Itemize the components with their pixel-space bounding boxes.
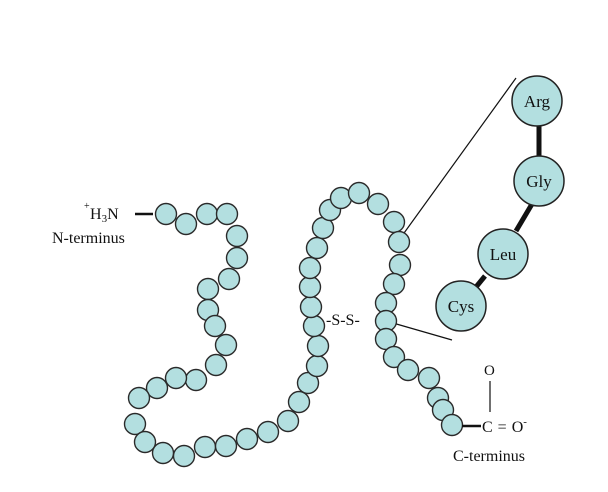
chain-residue: [123, 412, 147, 436]
n-terminus-charge: +: [84, 201, 90, 212]
chain-residue: [174, 212, 198, 236]
zoom-residue-cys-label: Cys: [448, 297, 474, 316]
chain-residue: [388, 253, 412, 277]
zoom-residue-cys: Cys: [435, 280, 487, 332]
zoom-residue-gly: Gly: [513, 155, 565, 207]
bond-gly-leu: [513, 202, 535, 233]
chain-residue: [347, 181, 371, 205]
chain-residue: [203, 314, 227, 338]
chain-residue: [382, 210, 406, 234]
chain-residue: [299, 295, 323, 319]
zoom-line-bottom: [385, 320, 453, 341]
disulfide-label: -S-S-: [326, 312, 360, 329]
chain-residue: [298, 256, 322, 280]
zoomed-segment: Arg Gly Leu Cys: [435, 75, 565, 332]
chain-residue: [235, 427, 259, 451]
chain-residue: [154, 202, 178, 226]
n-terminus-label: N-terminus: [52, 230, 125, 247]
chain-residue: [302, 314, 326, 338]
chain-residue: [382, 345, 406, 369]
n-terminus-group-label: H3N: [90, 206, 119, 225]
chain-residue: [225, 246, 249, 270]
chain-residue: [298, 275, 322, 299]
chain-residue: [145, 376, 169, 400]
bond-leu-cys: [474, 274, 487, 289]
chain-residue: [195, 202, 219, 226]
zoom-residue-arg: Arg: [511, 75, 563, 127]
chain-residue: [387, 230, 411, 254]
zoom-residue-arg-label: Arg: [524, 92, 551, 111]
chain-residue: [417, 366, 441, 390]
residue-chain: [123, 181, 464, 468]
chain-residue: [151, 441, 175, 465]
chain-residue: [225, 224, 249, 248]
c-terminus-label: C-terminus: [453, 448, 525, 465]
chain-residue: [440, 413, 464, 437]
zoom-line-top: [398, 77, 517, 241]
c-terminus-oxygen-top: O: [484, 363, 495, 379]
chain-residue: [217, 267, 241, 291]
zoom-residue-gly-label: Gly: [526, 172, 552, 191]
chain-residue: [196, 277, 220, 301]
chain-residue: [366, 192, 390, 216]
chain-residue: [214, 434, 238, 458]
chain-residue: [305, 236, 329, 260]
c-terminus-group: O C=O- C-terminus: [453, 363, 527, 465]
c-terminus-formula: C=O-: [482, 416, 527, 436]
zoom-residue-leu-label: Leu: [490, 245, 517, 264]
chain-residue: [127, 386, 151, 410]
chain-residue: [276, 409, 300, 433]
chain-residue: [256, 420, 280, 444]
chain-residue: [172, 444, 196, 468]
chain-residue: [164, 366, 188, 390]
chain-residue: [193, 435, 217, 459]
chain-residue: [305, 354, 329, 378]
chain-residue: [287, 390, 311, 414]
chain-residue: [184, 368, 208, 392]
chain-residue: [306, 334, 330, 358]
zoom-residue-leu: Leu: [477, 228, 529, 280]
chain-residue: [382, 272, 406, 296]
chain-residue: [204, 353, 228, 377]
chain-residue: [396, 358, 420, 382]
chain-residue: [215, 202, 239, 226]
chain-residue: [214, 333, 238, 357]
chain-residue: [133, 430, 157, 454]
n-terminus-group: + H3N N-terminus: [52, 201, 153, 247]
